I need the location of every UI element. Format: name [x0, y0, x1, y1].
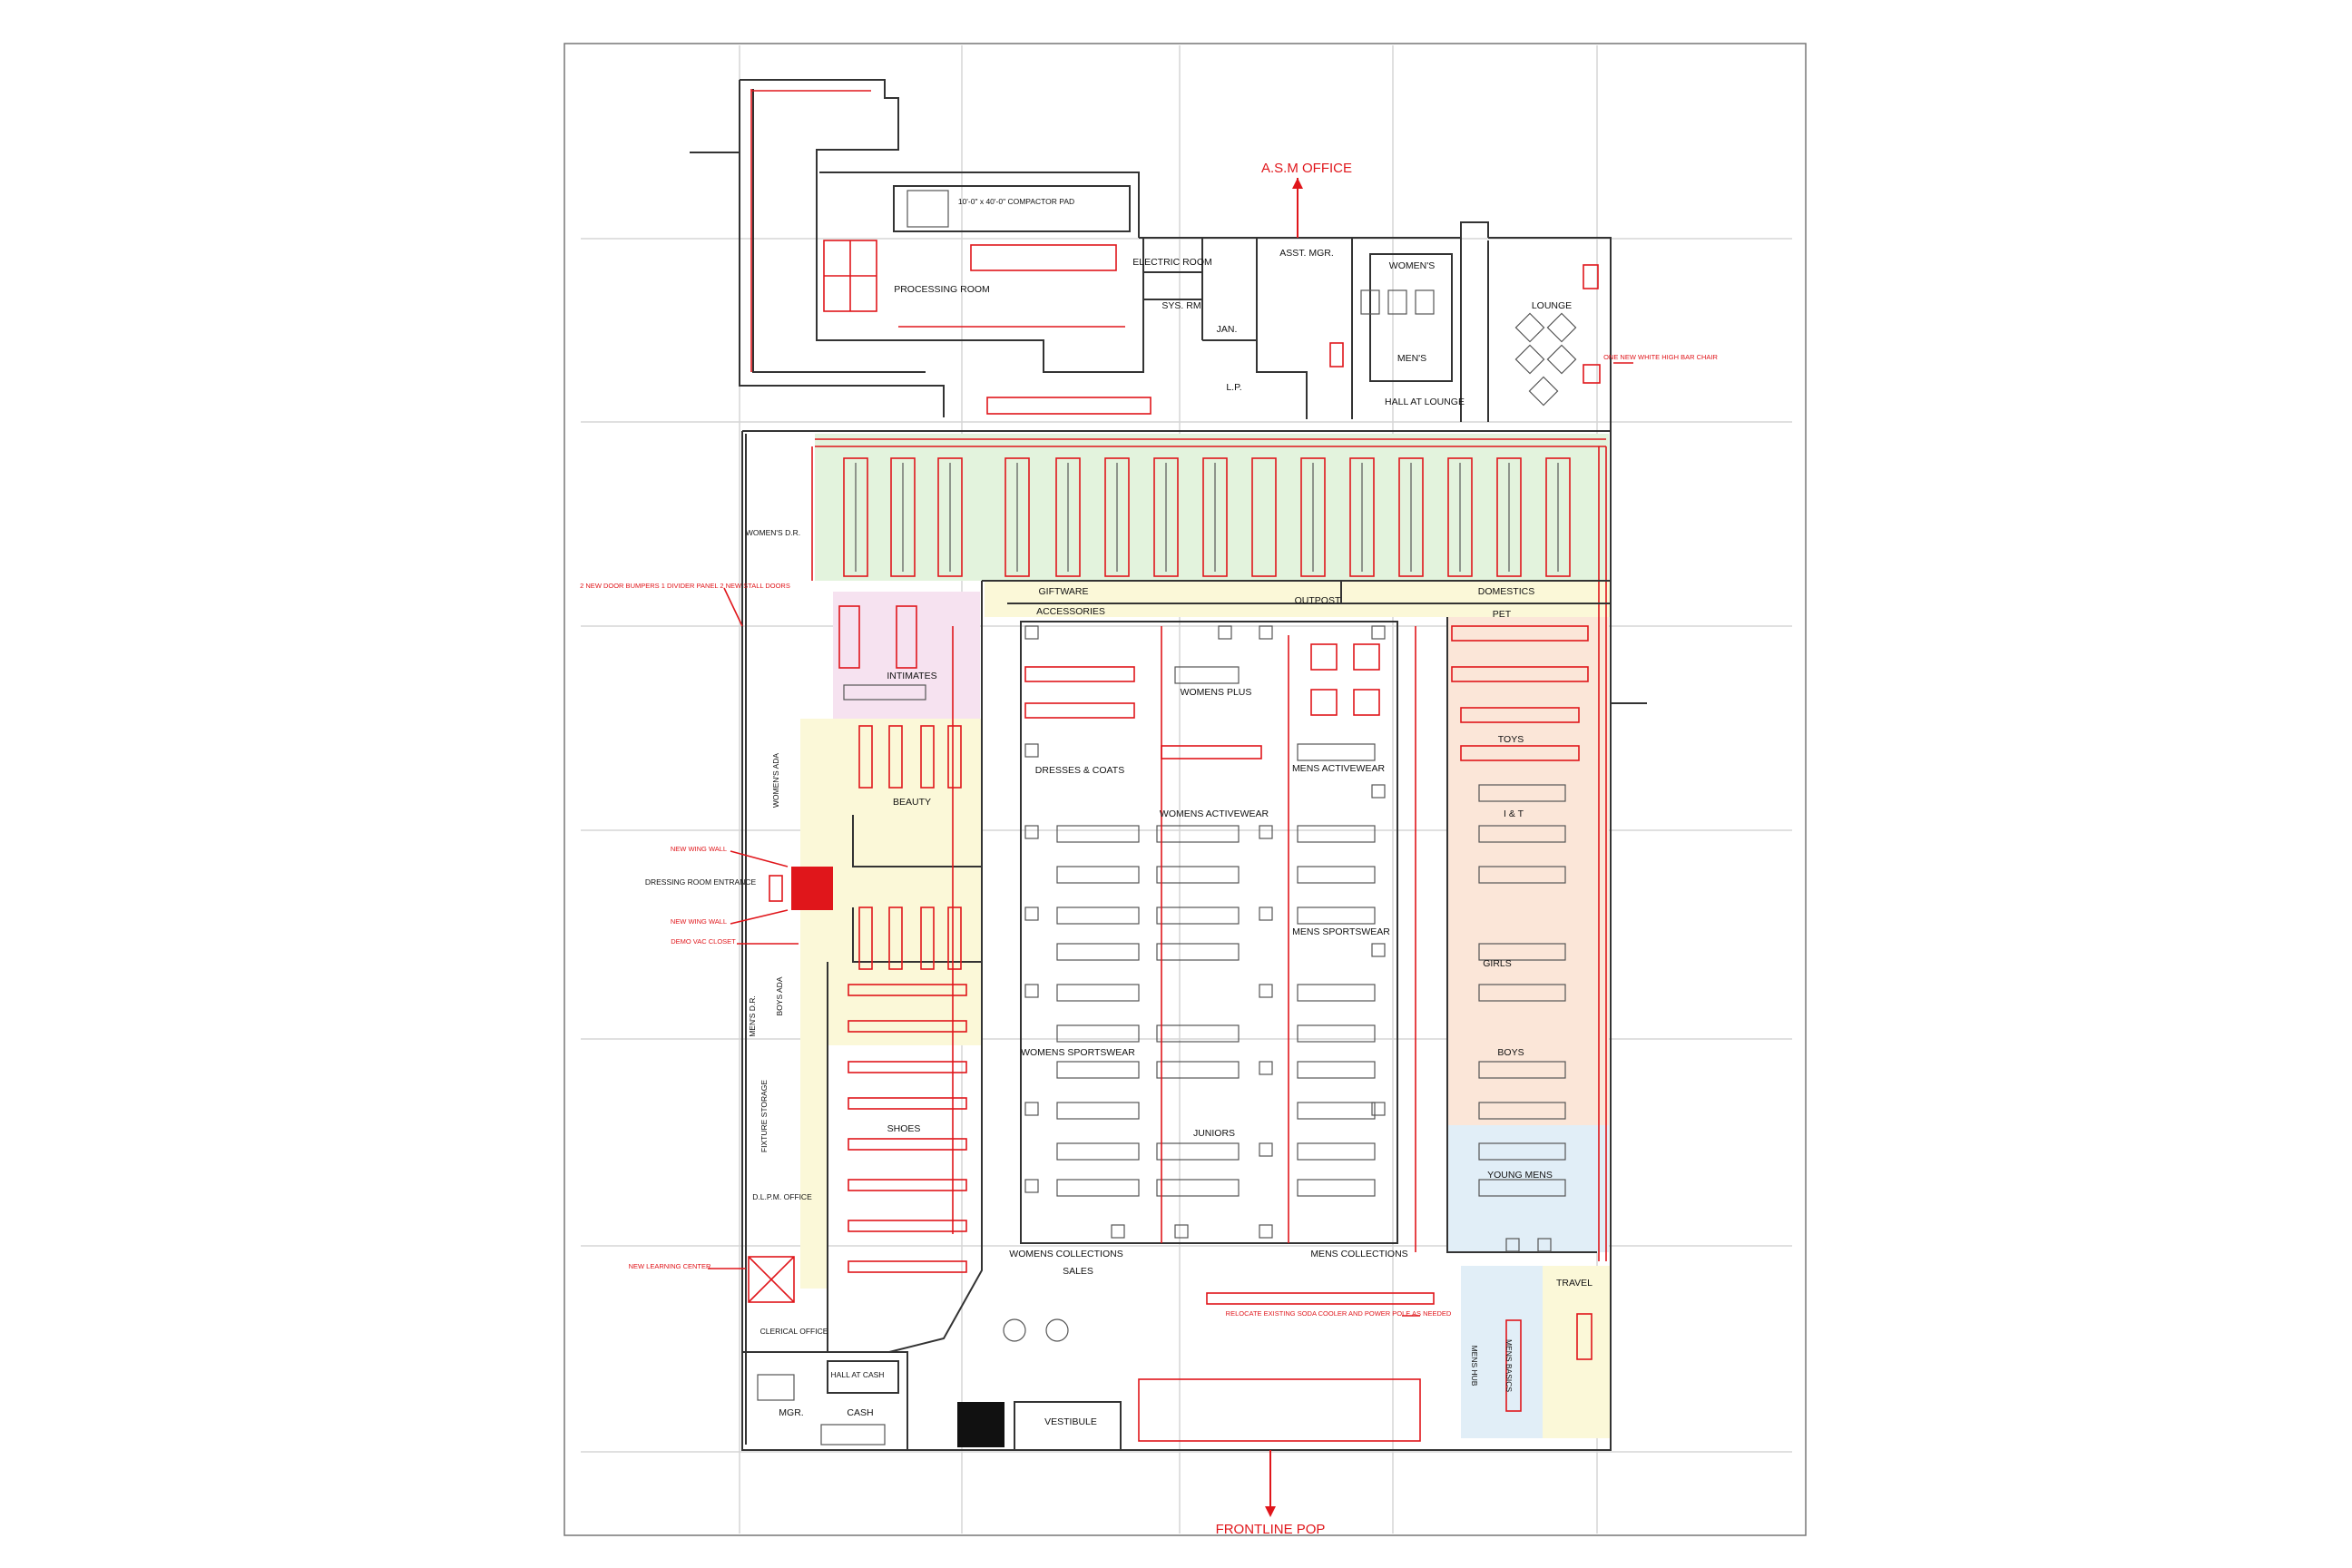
back-room-labels: 10'-0" x 40'-0" COMPACTOR PAD PROCESSING… [894, 197, 1572, 407]
asm-office-heading: A.S.M OFFICE [1261, 161, 1352, 176]
zone-green [815, 434, 1609, 581]
dept-shoes: SHOES [887, 1123, 921, 1134]
dlpm-office-label: D.L.P.M. OFFICE [752, 1192, 812, 1201]
dept-mens-hub: MENS HUB [1470, 1346, 1479, 1387]
dept-mens-sports: MENS SPORTSWEAR [1292, 926, 1390, 937]
vestibule-door [957, 1402, 1004, 1447]
dept-intimates: INTIMATES [887, 671, 936, 681]
mens-restroom-label: MEN'S [1397, 353, 1426, 364]
square-fixtures [1024, 625, 1552, 1252]
zone-yellow-top [985, 581, 1611, 617]
sheet-border [564, 43, 1807, 1536]
womens-restroom-label: WOMEN'S [1389, 260, 1435, 271]
dept-boys: BOYS [1497, 1047, 1524, 1058]
zone-pink [833, 592, 980, 719]
dept-outpost: OUTPOST [1295, 595, 1341, 606]
dept-girls: GIRLS [1483, 958, 1512, 969]
dressing-entrance [769, 867, 833, 910]
dept-sales: SALES [1063, 1266, 1093, 1277]
zone-blue [1447, 1125, 1609, 1252]
dept-young-mens: YOUNG MENS [1487, 1170, 1553, 1181]
dept-beauty: BEAUTY [893, 797, 931, 808]
zone-peach [1447, 617, 1609, 1125]
fixture-storage-label: FIXTURE STORAGE [760, 1080, 769, 1152]
cash-label: CASH [847, 1407, 873, 1418]
front-room-labels: WOMEN'S D.R. WOMEN'S ADA DRESSING ROOM E… [645, 528, 1097, 1427]
mgr-label: MGR. [779, 1407, 803, 1418]
up-arrow-icon [1292, 178, 1303, 189]
dept-womens-active: WOMENS ACTIVEWEAR [1160, 808, 1269, 819]
lp-label: L.P. [1226, 382, 1241, 393]
dept-it: I & T [1504, 808, 1524, 819]
dept-womens-sports: WOMENS SPORTSWEAR [1021, 1047, 1135, 1058]
dept-mens-coll: MENS COLLECTIONS [1310, 1249, 1407, 1259]
department-markup [838, 605, 1592, 1442]
top-heading: A.S.M OFFICE [1261, 161, 1352, 238]
wing-wall-block [791, 867, 833, 910]
department-zones [800, 434, 1611, 1438]
note-wing-wall-1: NEW WING WALL [671, 845, 727, 853]
boys-ada-label: BOYS ADA [775, 976, 784, 1015]
note-door-bumpers: 2 NEW DOOR BUMPERS 1 DIVIDER PANEL 2 NEW… [580, 582, 790, 590]
gondola-rows [843, 457, 1571, 577]
hall-lounge-label: HALL AT LOUNGE [1385, 397, 1465, 407]
note-learning: NEW LEARNING CENTER [629, 1262, 711, 1270]
note-demo-closet: DEMO VAC CLOSET [671, 937, 736, 946]
jan-label: JAN. [1217, 324, 1238, 335]
compactor-pad-label: 10'-0" x 40'-0" COMPACTOR PAD [958, 197, 1074, 206]
dept-toys: TOYS [1498, 734, 1524, 745]
dept-dresses: DRESSES & COATS [1035, 765, 1124, 776]
dept-womens-plus: WOMENS PLUS [1181, 687, 1252, 698]
annotation-notes: ONE NEW WHITE HIGH BAR CHAIR 2 NEW DOOR … [580, 353, 1718, 1318]
note-wing-wall-2: NEW WING WALL [671, 917, 727, 926]
department-labels: GIFTWARE ACCESSORIES OUTPOST DOMESTICS P… [887, 586, 1592, 1392]
womens-dr-label: WOMEN'S D.R. [746, 528, 800, 537]
perimeter-fixtures [811, 438, 1607, 1261]
lounge-label: LOUNGE [1532, 300, 1572, 311]
dressing-entrance-label: DRESSING ROOM ENTRANCE [645, 877, 757, 887]
vestibule-label: VESTIBULE [1044, 1416, 1097, 1427]
dept-giftware: GIFTWARE [1038, 586, 1088, 597]
sys-rm-label: SYS. RM [1161, 300, 1200, 311]
womens-ada-label: WOMEN'S ADA [771, 753, 780, 808]
zone-yellow-left2 [800, 962, 828, 1289]
dept-accessories: ACCESSORIES [1036, 606, 1105, 617]
dept-juniors: JUNIORS [1193, 1128, 1235, 1139]
backroom-markup [750, 89, 1601, 415]
note-soda: RELOCATE EXISTING SODA COOLER AND POWER … [1226, 1309, 1452, 1318]
clerical-office-label: CLERICAL OFFICE [760, 1327, 828, 1336]
down-arrow-icon [1265, 1506, 1276, 1517]
note-chair: ONE NEW WHITE HIGH BAR CHAIR [1603, 353, 1718, 361]
dept-womens-coll: WOMENS COLLECTIONS [1009, 1249, 1122, 1259]
processing-room-label: PROCESSING ROOM [894, 284, 990, 295]
dept-pet: PET [1493, 609, 1512, 620]
front-of-house [742, 1256, 1122, 1451]
asst-mgr-label: ASST. MGR. [1279, 248, 1334, 259]
frontline-pop-heading: FRONTLINE POP [1216, 1522, 1326, 1537]
dept-mens-active: MENS ACTIVEWEAR [1292, 763, 1386, 774]
bottom-heading: FRONTLINE POP [1216, 1450, 1326, 1537]
electric-room-label: ELECTRIC ROOM [1132, 257, 1212, 268]
dept-domestics: DOMESTICS [1478, 586, 1534, 597]
dept-travel: TRAVEL [1556, 1278, 1592, 1289]
zone-blue2 [1461, 1266, 1543, 1438]
restroom-fixtures [1360, 289, 1577, 407]
hall-cash-label: HALL AT CASH [831, 1370, 885, 1379]
dept-mens-basics: MENS BASICS [1504, 1339, 1514, 1392]
building-walls [690, 79, 1647, 1451]
mens-dr-label: MEN'S D.R. [748, 995, 757, 1037]
rack-grid [843, 666, 1566, 1197]
